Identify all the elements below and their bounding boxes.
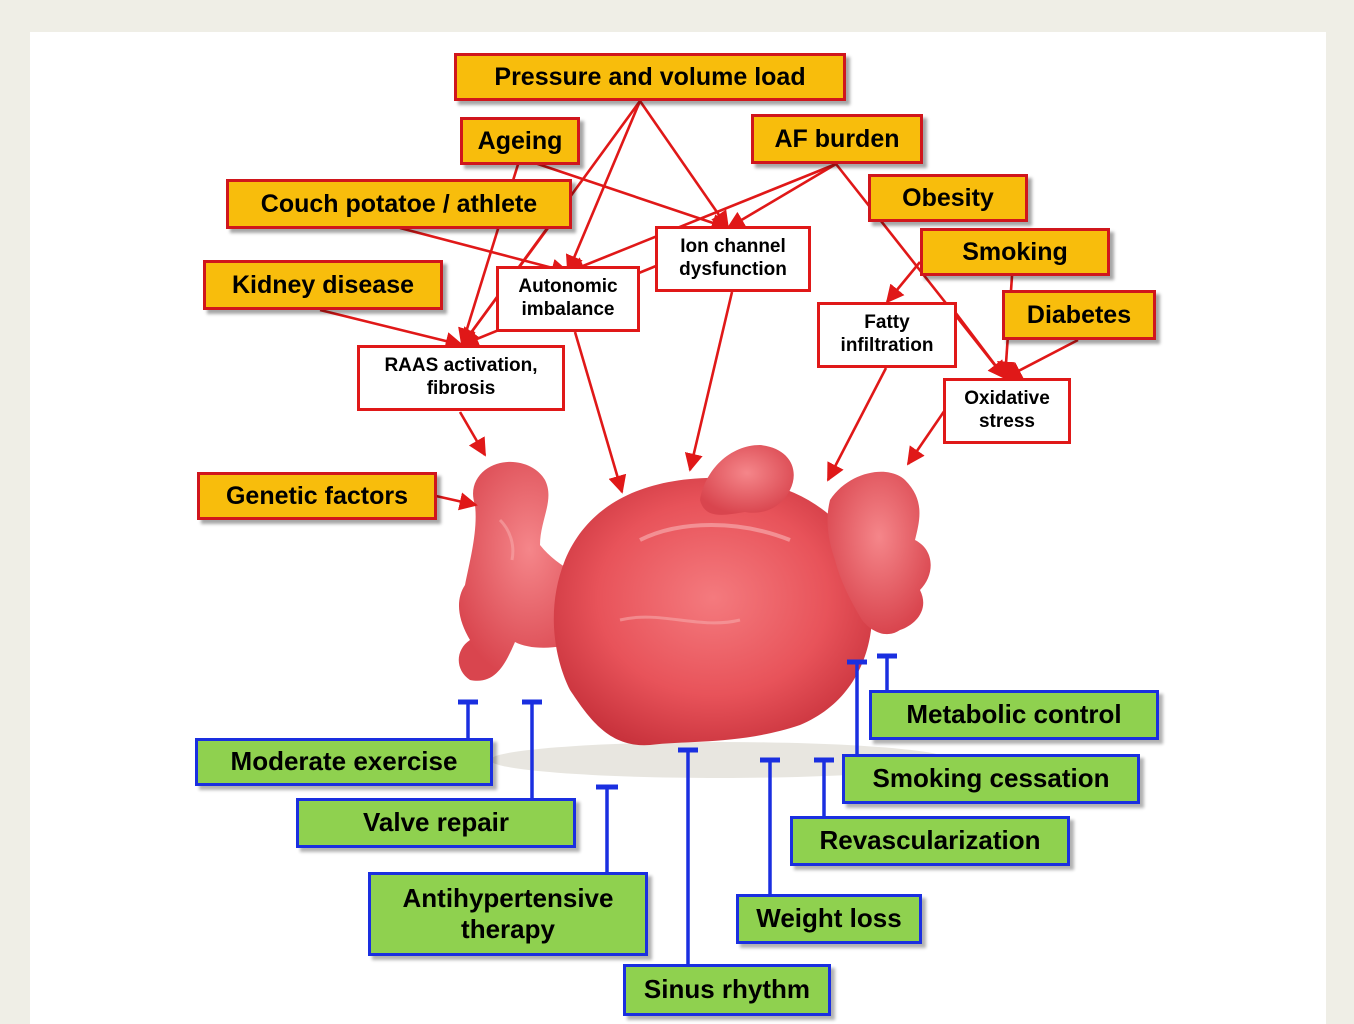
risk-obesity: Obesity — [868, 174, 1028, 222]
mechanism-oxidative-stress: Oxidative stress — [943, 378, 1071, 444]
risk-couch-potatoe-athlete: Couch potatoe / athlete — [226, 179, 572, 229]
therapy-sinus-rhythm: Sinus rhythm — [623, 964, 831, 1016]
therapy-valve-repair: Valve repair — [296, 798, 576, 848]
risk-diabetes: Diabetes — [1002, 290, 1156, 340]
therapy-smoking-cessation: Smoking cessation — [842, 754, 1140, 804]
therapy-revascularization: Revascularization — [790, 816, 1070, 866]
therapy-weight-loss: Weight loss — [736, 894, 922, 944]
risk-ageing: Ageing — [460, 117, 580, 165]
mechanism-raas-activation-fibrosis: RAAS activation, fibrosis — [357, 345, 565, 411]
risk-smoking: Smoking — [920, 228, 1110, 276]
therapy-metabolic-control: Metabolic control — [869, 690, 1159, 740]
mechanism-fatty-infiltration: Fatty infiltration — [817, 302, 957, 368]
therapy-antihypertensive-therapy: Antihypertensive therapy — [368, 872, 648, 956]
risk-kidney-disease: Kidney disease — [203, 260, 443, 310]
mechanism-ion-channel-dysfunction: Ion channel dysfunction — [655, 226, 811, 292]
mechanism-autonomic-imbalance: Autonomic imbalance — [496, 266, 640, 332]
risk-af-burden: AF burden — [751, 114, 923, 164]
therapy-moderate-exercise: Moderate exercise — [195, 738, 493, 786]
risk-genetic-factors: Genetic factors — [197, 472, 437, 520]
risk-pressure-volume-load: Pressure and volume load — [454, 53, 846, 101]
